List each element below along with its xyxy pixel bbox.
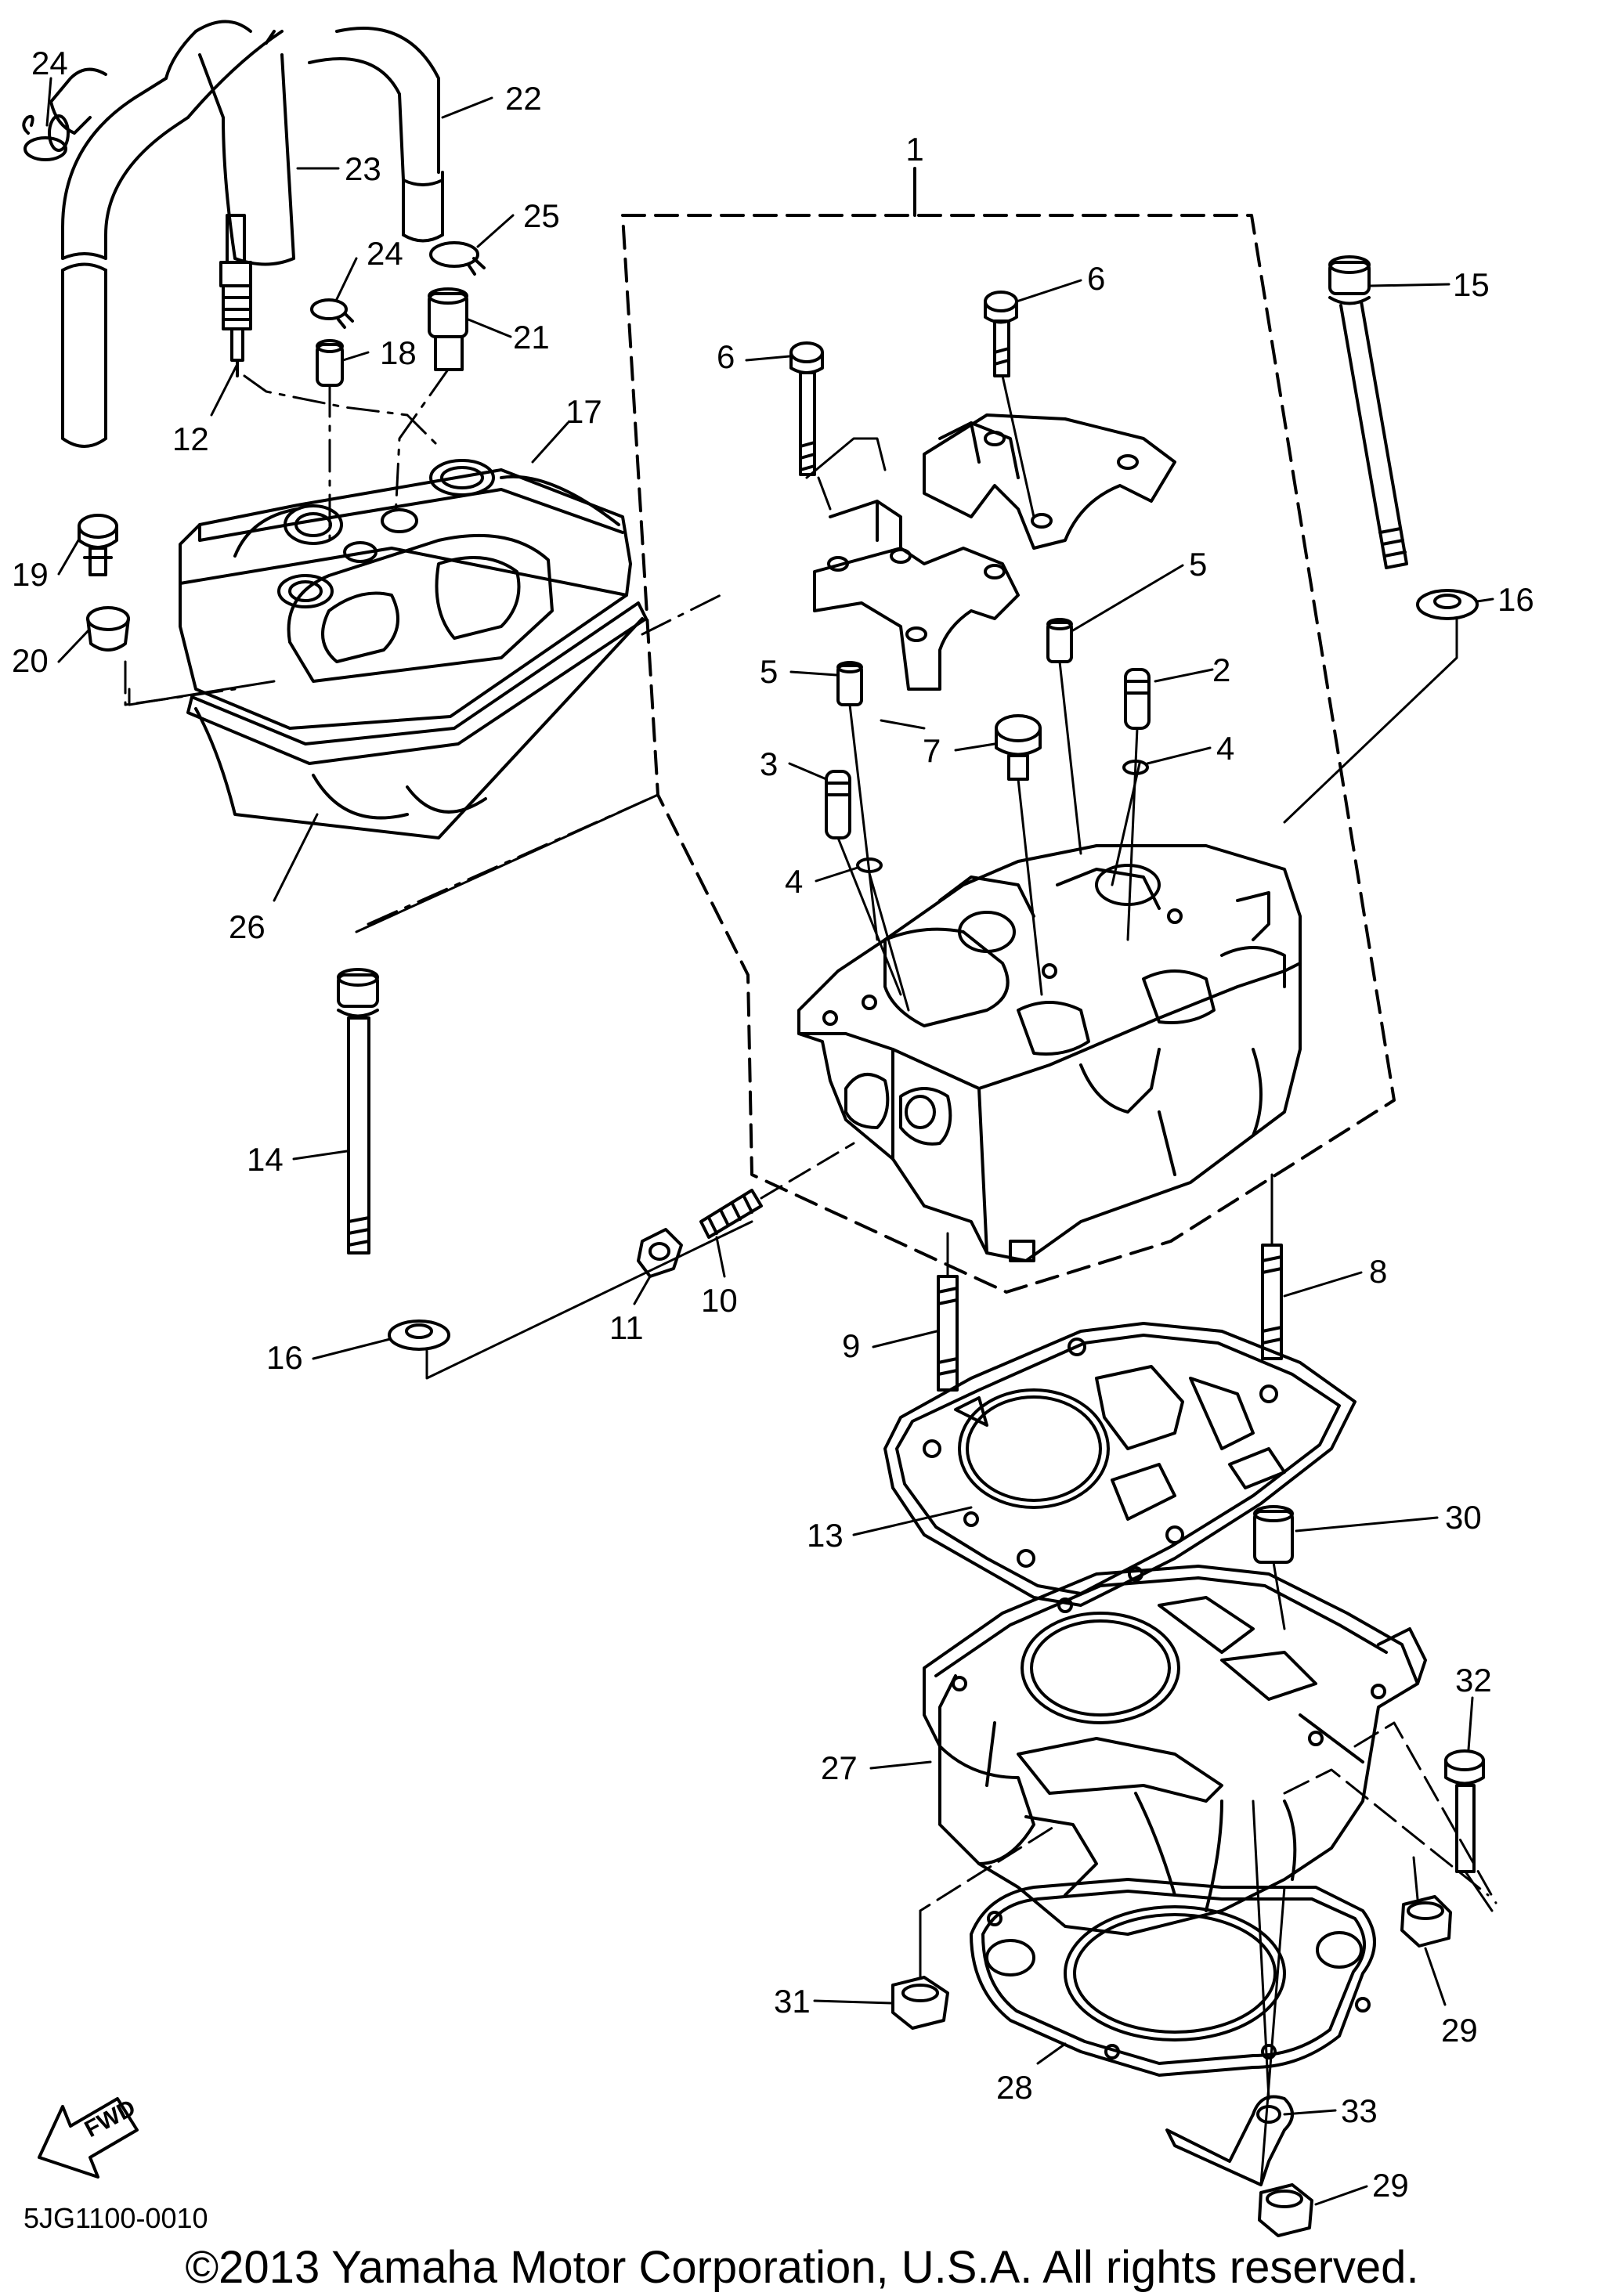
nut-29-lower — [1258, 2183, 1313, 2237]
callout-29-upper: 29 — [1441, 2012, 1478, 2049]
callout-8: 8 — [1369, 1253, 1387, 1290]
grommet-21 — [428, 287, 468, 371]
callout-25: 25 — [523, 197, 560, 234]
bracket-33 — [1165, 2095, 1294, 2186]
callout-17: 17 — [565, 393, 602, 430]
callout-24-mid: 24 — [367, 235, 403, 272]
dowel-5-right — [1046, 618, 1073, 663]
washer-16-left — [388, 1319, 450, 1351]
valve-part-2 — [1124, 668, 1151, 730]
callout-14: 14 — [247, 1141, 284, 1178]
bracket-lines-bolts — [425, 617, 1458, 1380]
cylinder-27 — [923, 1565, 1427, 1936]
callout-16-left: 16 — [266, 1339, 303, 1376]
guide-lines-left — [124, 368, 722, 926]
breather-hose-23 — [48, 20, 295, 448]
callout-31: 31 — [774, 1983, 811, 2020]
callout-19: 19 — [12, 556, 49, 593]
leader-lines — [45, 77, 1494, 2206]
stud-bolt-9 — [937, 1275, 959, 1392]
callout-26: 26 — [229, 908, 266, 945]
callout-5-left: 5 — [760, 653, 778, 690]
bolt-32 — [1444, 1749, 1485, 1873]
callout-9: 9 — [842, 1327, 860, 1364]
callout-18: 18 — [380, 334, 417, 371]
breather-hose-22 — [308, 27, 444, 243]
callout-6-left: 6 — [717, 338, 735, 375]
cylinder-base-gasket-28 — [970, 1878, 1376, 2077]
hose-clip-24-top — [22, 114, 67, 161]
dowel-5-left — [836, 661, 863, 706]
guide-lines-studs — [946, 1173, 1273, 1278]
cylinder-head — [797, 844, 1302, 1262]
camshaft-cap-right — [923, 413, 1176, 550]
cylinder-head-assembly-dashed-outline — [621, 214, 1396, 1294]
callout-4-right: 4 — [1216, 730, 1234, 767]
callout-6-right: 6 — [1087, 260, 1105, 297]
part-code: 5JG1100-0010 — [23, 2202, 208, 2234]
head-cover-gasket-26 — [186, 601, 648, 839]
stud-bolt-10 — [699, 1189, 763, 1239]
nut-11 — [637, 1228, 683, 1278]
callout-15: 15 — [1453, 266, 1490, 303]
callout-2: 2 — [1212, 652, 1230, 688]
callout-11: 11 — [609, 1309, 644, 1346]
callout-3: 3 — [760, 745, 778, 782]
cylinder-head-cover-17 — [179, 459, 632, 730]
bracket-line-left — [128, 680, 659, 933]
fwd-arrow-icon: FWD — [38, 2095, 140, 2179]
hose-clip-25 — [429, 241, 486, 276]
bolt-6-right — [984, 291, 1018, 377]
callout-20: 20 — [12, 642, 49, 679]
callout-32: 32 — [1455, 1662, 1492, 1699]
guide-lines-base — [919, 1800, 1494, 2186]
spark-plug-12 — [219, 214, 252, 377]
callout-10: 10 — [701, 1282, 738, 1319]
callout-labels: 1 2 3 4 4 5 5 6 6 7 8 9 10 11 12 13 14 1… — [12, 45, 1534, 2204]
callout-28: 28 — [996, 2069, 1033, 2106]
callout-5-right: 5 — [1189, 546, 1207, 583]
callout-27: 27 — [821, 1749, 858, 1786]
bolt-7 — [995, 714, 1042, 781]
washer-16-right — [1416, 589, 1479, 620]
nut-29-upper — [1400, 1895, 1452, 1948]
head-bolt-14 — [337, 968, 379, 1254]
copyright-notice: ©2013 Yamaha Motor Corporation, U.S.A. A… — [185, 2242, 1418, 2293]
callout-30: 30 — [1445, 1499, 1482, 1536]
callout-22: 22 — [505, 80, 542, 117]
seal-18 — [316, 339, 344, 387]
valve-part-3 — [825, 770, 851, 839]
camshaft-cap-left — [813, 500, 1020, 691]
callout-33: 33 — [1341, 2092, 1378, 2129]
bracket-lines-base — [919, 1721, 1497, 1928]
nut-31 — [891, 1976, 949, 2030]
callout-7: 7 — [923, 732, 941, 769]
callout-16-right: 16 — [1497, 581, 1534, 618]
guide-line-dowel — [1272, 1561, 1286, 1630]
hose-clip-24-mid — [310, 298, 354, 329]
bolt-19 — [78, 514, 118, 576]
callout-12: 12 — [172, 421, 209, 457]
guide-line-stud — [760, 1142, 855, 1200]
callout-24-top: 24 — [31, 45, 68, 81]
bolt-lines — [805, 374, 1035, 518]
grommet-20 — [86, 606, 130, 652]
stud-bolt-8 — [1261, 1244, 1283, 1360]
callout-23: 23 — [345, 150, 381, 187]
cylinder-head-gasket-13 — [883, 1322, 1357, 1607]
callout-29-lower: 29 — [1372, 2167, 1409, 2204]
dowel-30 — [1253, 1505, 1294, 1564]
callout-1: 1 — [905, 131, 923, 168]
guide-lines-head — [836, 660, 1141, 1012]
callout-4-left: 4 — [785, 863, 803, 900]
callout-13: 13 — [807, 1517, 844, 1554]
bolt-6-left — [789, 341, 824, 476]
head-bolt-15 — [1328, 255, 1408, 569]
callout-21: 21 — [513, 319, 550, 356]
